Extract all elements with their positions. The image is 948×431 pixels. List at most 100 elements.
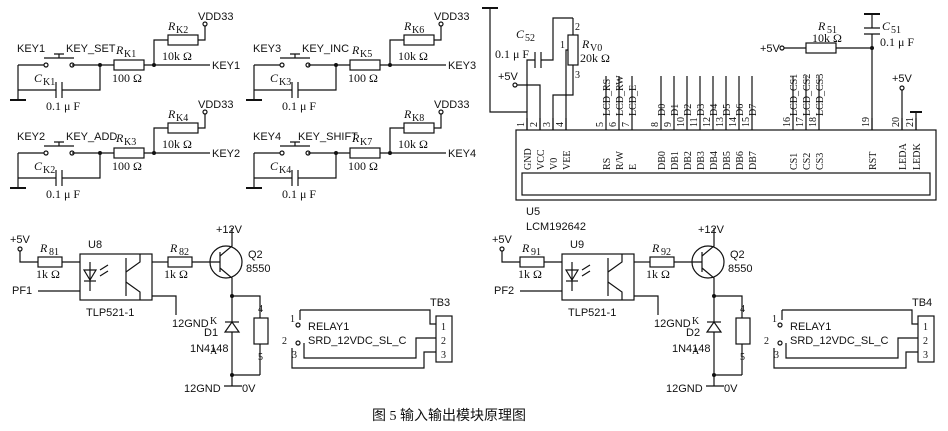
relay-tb3: 3	[441, 350, 446, 361]
c52-value: 0.1 μ F	[495, 47, 529, 61]
lcd-pin-name: CS1	[789, 153, 800, 170]
relay-vcc12: +12V	[698, 224, 725, 236]
lcd-pin-net: D3	[696, 104, 707, 116]
key-circuit-4: KEY4 KEY_SHIFT R K7 100 Ω KEY4 R K8 10k …	[246, 99, 476, 201]
rs-value: 100 Ω	[348, 159, 378, 173]
relay-r-in-val: 1k Ω	[518, 267, 542, 281]
relay-relay-part: SRD_12VDC_SL_C	[308, 335, 406, 347]
lcd-pin-name: VCC	[536, 149, 547, 170]
lcd-pin-number: 18	[808, 117, 819, 127]
relay-input: PF1	[12, 285, 32, 297]
vdd-label: VDD33	[198, 11, 233, 23]
lcd-pin-net: D6	[735, 104, 746, 116]
lcd-pin-number: 2	[529, 122, 540, 127]
relay-tb: TB4	[912, 297, 932, 309]
switch-label: KEY_SET	[66, 43, 116, 55]
relay-c1: 1	[290, 314, 295, 325]
cap-label: C	[270, 71, 279, 85]
lcd-pin-net: D1	[670, 104, 681, 116]
r51-plus5: +5V	[760, 43, 781, 55]
cap-sub: K1	[43, 77, 55, 88]
relay-tb: TB3	[430, 297, 450, 309]
rv-pin3: 3	[575, 70, 580, 81]
rp-sub: K6	[412, 25, 424, 36]
relay-tb1: 1	[923, 322, 928, 333]
lcd-pin-number: 8	[650, 122, 661, 127]
lcd-pin-number: 3	[542, 122, 553, 127]
relay-c2: 2	[282, 336, 287, 347]
lcd-pin-name: R/W	[615, 151, 626, 170]
rv-pin1: 1	[560, 40, 565, 51]
relay-gnd-bottom: 12GND	[184, 383, 221, 395]
relay-diode-part: 1N4148	[672, 343, 711, 355]
r51-value: 10k Ω	[812, 31, 842, 45]
relay-a: A	[692, 346, 700, 357]
lcd-pin-number: 16	[782, 117, 793, 127]
lcd-pin-name: DB5	[722, 151, 733, 170]
relay-zero-v: 0V	[724, 383, 738, 395]
relay-plus5: +5V	[492, 234, 513, 246]
rs-value: 100 Ω	[112, 159, 142, 173]
rp-sub: K2	[176, 25, 188, 36]
relay-r-b-val: 1k Ω	[646, 267, 670, 281]
key-out-label: KEY4	[448, 148, 476, 160]
relay-zero-v: 0V	[242, 383, 256, 395]
lcd-pin-number: 9	[663, 122, 674, 127]
lcd-pin-name: DB3	[696, 151, 707, 170]
relay-tb2: 2	[441, 336, 446, 347]
cap-label: C	[270, 159, 279, 173]
lcd-pins: 1GND2VCC3V04VEE5RSLCD_RS6R/WLCD_RW7ELCD_…	[516, 74, 923, 170]
r51-label: R	[817, 19, 826, 33]
switch-label: KEY_INC	[302, 43, 349, 55]
cap-value: 0.1 μ F	[46, 99, 80, 113]
lcd-pin-net: D7	[748, 104, 759, 116]
key-out-label: KEY1	[212, 60, 240, 72]
vdd-label: VDD33	[434, 11, 469, 23]
c52-label: C	[516, 27, 525, 41]
relay-gnd12: 12GND	[172, 318, 209, 330]
relay-coil-a: 4	[740, 304, 745, 315]
relay-r-in: R	[39, 241, 48, 255]
relay-q-part: 8550	[728, 263, 752, 275]
rp-sub: K4	[176, 113, 188, 124]
lcd-pin-number: 11	[689, 117, 700, 127]
rs-label: R	[115, 43, 124, 57]
relay-q: Q2	[730, 249, 745, 261]
cap-sub: K2	[43, 165, 55, 176]
lcd-pin-net: D5	[722, 104, 733, 116]
relay-relay: RELAY1	[790, 321, 831, 333]
rp-label: R	[167, 19, 176, 33]
relay-tb2: 2	[923, 336, 928, 347]
rs-value: 100 Ω	[348, 71, 378, 85]
rp-value: 10k Ω	[398, 49, 428, 63]
key-label: KEY1	[17, 43, 45, 55]
relay-r-in-sub: 81	[49, 247, 59, 258]
c52-sub: 52	[525, 33, 535, 44]
switch-label: KEY_ADD	[66, 131, 117, 143]
rp-label: R	[403, 107, 412, 121]
relay-r-b: R	[651, 241, 660, 255]
relay-c3: 3	[292, 350, 297, 361]
vdd-label: VDD33	[434, 99, 469, 111]
relay-tb3: 3	[923, 350, 928, 361]
lcd-pin-number: 17	[795, 117, 806, 127]
cap-label: C	[34, 71, 43, 85]
relay-opto-part: TLP521-1	[86, 307, 134, 319]
relay-diode: D1	[204, 327, 218, 339]
rv-sub: V0	[590, 43, 602, 54]
key-circuit-3: KEY3 KEY_INC R K5 100 Ω KEY3 R K6 10k Ω …	[246, 11, 476, 113]
relay-r-in: R	[521, 241, 530, 255]
key-circuit-1: KEY1 KEY_SET R K1 100 Ω KEY1 R K2 10k Ω …	[10, 11, 240, 113]
lcd-pin-name: DB7	[748, 151, 759, 170]
lcd-pin-name: CS2	[802, 153, 813, 170]
lcd-pin-name: LEDK	[912, 143, 923, 170]
lcd-pin-number: 19	[861, 117, 872, 127]
c51-value: 0.1 μ F	[880, 35, 914, 49]
relay-gnd12: 12GND	[654, 318, 691, 330]
rv-value: 20k Ω	[580, 51, 610, 65]
lcd-pin-net: LCD_CS1	[789, 74, 800, 116]
relay-tb1: 1	[441, 322, 446, 333]
lcd-pin-number: 21	[905, 117, 916, 127]
